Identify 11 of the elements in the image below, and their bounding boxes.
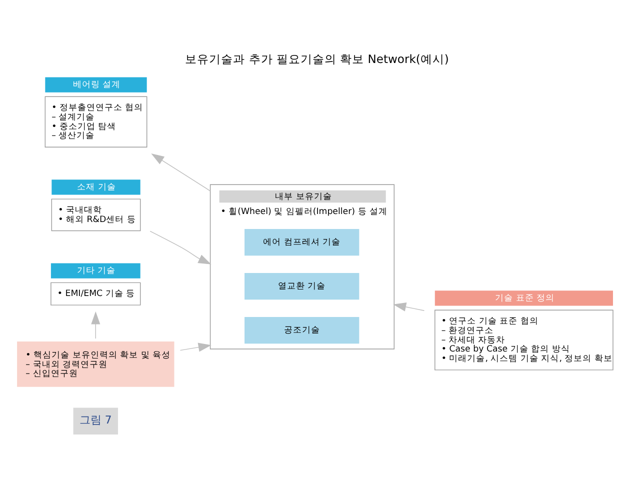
arrow [151, 153, 211, 191]
node-box: 공조기술 [244, 316, 360, 344]
arrow [180, 342, 212, 352]
arrow [150, 230, 212, 264]
node-box: • 핵심기술 보유인력의 확보 및 육성 – 국내외 경력연구원 – 신입연구원 [17, 340, 174, 386]
arrow [393, 302, 425, 311]
arrow [91, 310, 100, 338]
node-box: 열교환 기술 [244, 272, 360, 300]
label: 그림 7 [79, 413, 112, 426]
diagram-title: 보유기술과 추가 필요기술의 확보 Network(예시) [185, 52, 449, 66]
node-box: 에어 컴프레셔 기술 [244, 228, 360, 256]
